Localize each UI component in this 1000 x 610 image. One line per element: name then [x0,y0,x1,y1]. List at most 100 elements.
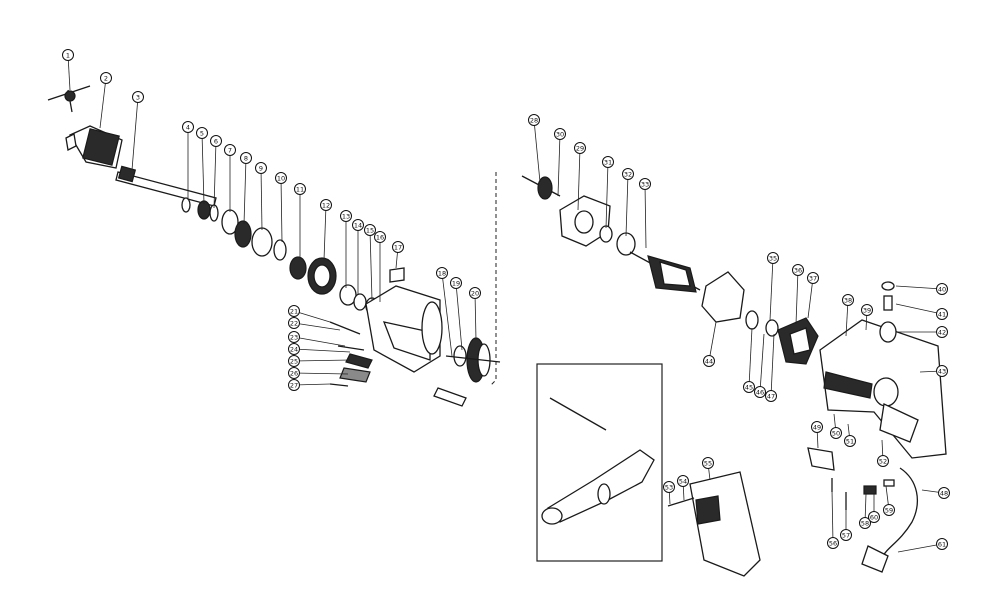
callout-circle-39 [861,304,873,316]
callout-circle-52 [877,455,889,467]
leader-line-41 [895,303,943,315]
callout-circle-27 [288,379,300,391]
callout-circle-49 [811,421,823,433]
leader-line-32 [625,173,629,237]
callout-label-50: 50 [832,429,840,437]
callout-circle-53 [663,481,675,493]
leader-line-21 [293,310,331,323]
callout-circle-22 [288,317,300,329]
callout-label-55: 55 [704,459,712,467]
callout-circle-28 [528,114,540,126]
leader-line-29 [577,147,581,211]
callout-circle-31 [602,156,614,168]
callout-circle-3 [132,91,144,103]
leader-line-33 [644,183,647,249]
callout-label-59: 59 [885,506,893,514]
callout-circle-57 [840,529,852,541]
inset-frame [536,363,663,562]
chuck-key [47,85,91,113]
leader-line-30 [557,133,561,197]
callout-circle-6 [210,135,222,147]
gear-wheel [307,257,337,295]
callout-circle-13 [340,210,352,222]
leader-line-61 [897,543,943,553]
callout-label-10: 10 [277,174,285,182]
bearing [599,225,636,256]
callout-circle-44 [703,355,715,367]
callout-label-44: 44 [705,357,713,365]
side-handle [541,449,655,525]
callout-circle-14 [352,219,364,231]
callout-label-35: 35 [769,254,777,262]
leader-line-2 [99,77,107,129]
callout-label-49: 49 [813,423,821,431]
callout-label-25: 25 [290,357,298,365]
callout-label-32: 32 [624,170,632,178]
callout-label-30: 30 [556,130,564,138]
callout-circle-4 [182,121,194,133]
callout-label-1: 1 [66,51,70,59]
leader-line-6 [213,140,217,209]
side-handle-rod [549,397,607,431]
callout-label-39: 39 [863,306,871,314]
callout-circle-8 [240,152,252,164]
leader-line-8 [243,157,247,225]
callout-label-2: 2 [104,74,108,82]
switch-parts [807,447,895,510]
leader-line-10 [280,177,283,243]
leader-line-47 [770,333,775,397]
callout-label-48: 48 [940,489,948,497]
callout-label-42: 42 [938,328,946,336]
callout-label-57: 57 [842,531,850,539]
leader-line-45 [748,327,753,388]
armature [629,251,701,293]
callout-circle-1 [62,49,74,61]
callout-circle-35 [767,252,779,264]
field-coil [745,310,819,365]
callout-label-21: 21 [290,307,298,315]
callout-label-19: 19 [452,279,460,287]
callout-circle-36 [792,264,804,276]
callout-label-4: 4 [186,123,190,131]
fan-baffle [701,271,745,323]
callout-circle-50 [830,427,842,439]
handle-bracket [667,471,761,577]
leader-line-15 [369,229,373,301]
callout-circle-61 [936,538,948,550]
callout-label-13: 13 [342,212,350,220]
leader-line-19 [455,282,463,351]
leader-line-12 [323,204,327,261]
callout-circle-29 [574,142,586,154]
leader-line-37 [807,277,814,319]
leader-line-9 [260,167,263,231]
leader-line-28 [533,119,541,183]
callout-label-58: 58 [861,519,869,527]
callout-circle-48 [938,487,950,499]
callout-circle-58 [859,517,871,529]
leader-line-3 [131,96,139,171]
leader-line-40 [895,285,943,290]
callout-circle-16 [374,231,386,243]
callout-label-20: 20 [471,289,479,297]
spindle-rings [181,197,307,280]
callout-circle-21 [288,305,300,317]
callout-circle-23 [288,331,300,343]
callout-circle-26 [288,367,300,379]
callout-circle-51 [844,435,856,447]
callout-circle-33 [639,178,651,190]
callout-circle-10 [275,172,287,184]
output-gear [445,337,501,383]
callout-label-7: 7 [228,146,232,154]
callout-label-6: 6 [214,137,218,145]
callout-label-28: 28 [530,116,538,124]
callout-circle-2 [100,72,112,84]
leader-line-25 [293,359,351,362]
callout-label-16: 16 [376,233,384,241]
callout-circle-42 [936,326,948,338]
leader-line-20 [474,292,477,341]
callout-circle-59 [883,504,895,516]
callout-label-17: 17 [394,243,402,251]
callout-label-52: 52 [879,457,887,465]
callout-labels: 1234567891011121314151617181920212223242… [62,49,950,553]
